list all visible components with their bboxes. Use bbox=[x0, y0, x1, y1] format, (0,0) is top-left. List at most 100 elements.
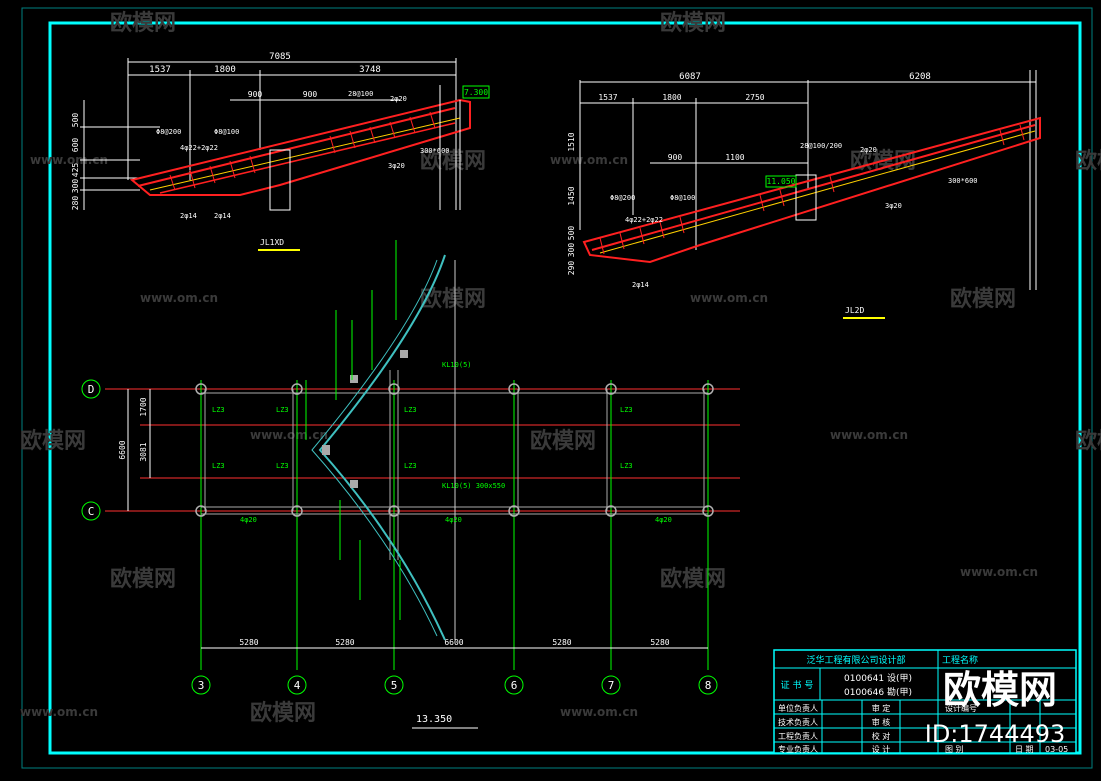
tb-row-3: 工程负责人 bbox=[778, 731, 818, 741]
tb-company: 泛华工程有限公司设计部 bbox=[806, 654, 905, 666]
beam-label-6: LZ3 bbox=[276, 462, 289, 470]
tb-col2-4: 设 计 bbox=[872, 744, 891, 754]
left-dim-3: 3748 bbox=[359, 65, 381, 75]
watermark-url: www.om.cn bbox=[550, 153, 628, 167]
left-rebar-0: 28@100 bbox=[348, 90, 373, 98]
right-dim-sub-1: 1537 bbox=[598, 93, 617, 102]
watermark-brand: 欧模网 bbox=[530, 428, 596, 454]
right-beam-section: 6087 6208 1537 1800 2750 900 1100 1510 1… bbox=[567, 70, 1041, 319]
watermark-brand: 欧模网 bbox=[660, 10, 726, 36]
bottom-bar-1: 4φ20 bbox=[240, 516, 257, 524]
watermark-url: www.om.cn bbox=[560, 705, 638, 719]
row-dim-2: 1700 bbox=[139, 397, 148, 416]
right-dim-mid-2: 1100 bbox=[725, 153, 744, 162]
watermark-brand: 欧模网 bbox=[110, 10, 176, 36]
axis-col-8: 8 bbox=[705, 679, 712, 692]
watermark-url: www.om.cn bbox=[960, 565, 1038, 579]
left-dim-v5: 280 bbox=[71, 196, 80, 211]
title-block: 泛华工程有限公司设计部 工程名称 证 书 号 0100641 设(甲) 0100… bbox=[773, 649, 1077, 754]
tb-cert-1: 0100641 设(甲) bbox=[844, 673, 912, 684]
left-overall-dim: 7085 bbox=[269, 52, 291, 62]
row-dim-3: 3081 bbox=[139, 442, 148, 461]
beam-label-5: LZ3 bbox=[212, 462, 225, 470]
tb-project-label: 工程名称 bbox=[942, 654, 978, 666]
right-rebar-3: Φ8@100 bbox=[670, 194, 695, 202]
kl-label-2: KL10(5) 300x550 bbox=[442, 482, 505, 490]
watermark-url: www.om.cn bbox=[30, 153, 108, 167]
left-rebar-3: Φ8@100 bbox=[214, 128, 239, 136]
watermark-url: www.om.cn bbox=[690, 291, 768, 305]
right-dim-sub-3: 2750 bbox=[745, 93, 764, 102]
beam-label-4: LZ3 bbox=[620, 406, 633, 414]
left-rebar-8: 2φ14 bbox=[214, 212, 231, 220]
left-dim-mid-2: 900 bbox=[303, 90, 318, 99]
right-dim-2: 6208 bbox=[909, 72, 931, 82]
watermark-logo: 欧模网 ID:1744493 bbox=[925, 668, 1066, 748]
right-rebar-4: 4φ22+2φ22 bbox=[625, 216, 663, 224]
watermark-brand: 欧模网 bbox=[950, 286, 1016, 312]
left-dim-v2: 600 bbox=[71, 138, 80, 153]
left-dim-v4: 300 bbox=[71, 179, 80, 194]
col-dim-2: 5280 bbox=[335, 638, 354, 647]
left-dim-2: 1800 bbox=[214, 65, 236, 75]
bottom-bar-2: 4φ20 bbox=[445, 516, 462, 524]
drawing-inner-frame bbox=[21, 7, 1093, 769]
watermark-layer: 欧模网欧模网欧模网欧模网欧模网欧模网欧模网欧模网欧模网欧模网欧模网欧模网欧模网w… bbox=[20, 10, 1101, 726]
axis-col-4: 4 bbox=[294, 679, 301, 692]
right-dim-v4: 300 bbox=[567, 243, 576, 258]
right-rebar-6: 3φ20 bbox=[885, 202, 902, 210]
left-rebar-6: 3φ20 bbox=[388, 162, 405, 170]
watermark-brand: 欧模网 bbox=[250, 700, 316, 726]
left-dim-mid-1: 900 bbox=[248, 90, 263, 99]
watermark-id: ID:1744493 bbox=[925, 720, 1066, 748]
watermark-url: www.om.cn bbox=[830, 428, 908, 442]
axis-col-3: 3 bbox=[198, 679, 205, 692]
beam-label-3: LZ3 bbox=[404, 406, 417, 414]
watermark-big-brand: 欧模网 bbox=[943, 668, 1057, 712]
right-rebar-1: 2φ20 bbox=[860, 146, 877, 154]
col-dim-1: 5280 bbox=[239, 638, 258, 647]
right-dim-v5: 290 bbox=[567, 261, 576, 276]
tb-col2-3: 校 对 bbox=[872, 731, 891, 741]
axis-row-d: D bbox=[88, 383, 95, 396]
kl-label: KL10(5) bbox=[442, 361, 472, 369]
watermark-brand: 欧模网 bbox=[110, 566, 176, 592]
left-section-title: JL1XD bbox=[260, 238, 284, 247]
col-dim-3: 6600 bbox=[444, 638, 463, 647]
right-dim-1: 6087 bbox=[679, 72, 701, 82]
watermark-brand: 欧模网 bbox=[20, 428, 86, 454]
right-dim-sub-2: 1800 bbox=[662, 93, 681, 102]
watermark-url: www.om.cn bbox=[20, 705, 98, 719]
tb-col2-2: 审 核 bbox=[872, 717, 891, 727]
row-dim-1: 6600 bbox=[118, 440, 127, 459]
left-elevation: 7.300 bbox=[464, 88, 488, 97]
tb-date-label: 日 期 bbox=[1015, 745, 1034, 754]
left-beam-section: 7085 1537 1800 3748 900 900 500 600 425 … bbox=[71, 52, 490, 251]
left-rebar-5: 300*600 bbox=[420, 147, 450, 155]
tb-col2-1: 审 定 bbox=[872, 703, 891, 713]
tb-row-4: 专业负责人 bbox=[778, 744, 818, 754]
left-dim-v3: 425 bbox=[71, 163, 80, 178]
right-rebar-2: Φ8@200 bbox=[610, 194, 635, 202]
tb-date-val: 03-05 bbox=[1045, 745, 1068, 754]
drawing-frame bbox=[48, 21, 1082, 755]
watermark-brand: 欧模网 bbox=[420, 148, 486, 174]
beam-label-7: LZ3 bbox=[404, 462, 417, 470]
right-dim-v1: 1510 bbox=[567, 132, 576, 151]
watermark-brand: 欧模网 bbox=[1075, 148, 1101, 174]
plan-title: 13.350 bbox=[416, 714, 452, 725]
right-dim-v3: 500 bbox=[567, 226, 576, 241]
watermark-brand: 欧模网 bbox=[660, 566, 726, 592]
left-rebar-7: 2φ14 bbox=[180, 212, 197, 220]
watermark-brand: 欧模网 bbox=[1075, 428, 1101, 454]
left-rebar-2: Φ8@200 bbox=[156, 128, 181, 136]
left-rebar-1: 2φ20 bbox=[390, 95, 407, 103]
right-dim-mid-1: 900 bbox=[668, 153, 683, 162]
col-dim-4: 5280 bbox=[552, 638, 571, 647]
right-dim-v2: 1450 bbox=[567, 186, 576, 205]
axis-row-c: C bbox=[88, 505, 95, 518]
watermark-url: www.om.cn bbox=[250, 428, 328, 442]
right-rebar-5: 300*600 bbox=[948, 177, 978, 185]
beam-label-2: LZ3 bbox=[276, 406, 289, 414]
